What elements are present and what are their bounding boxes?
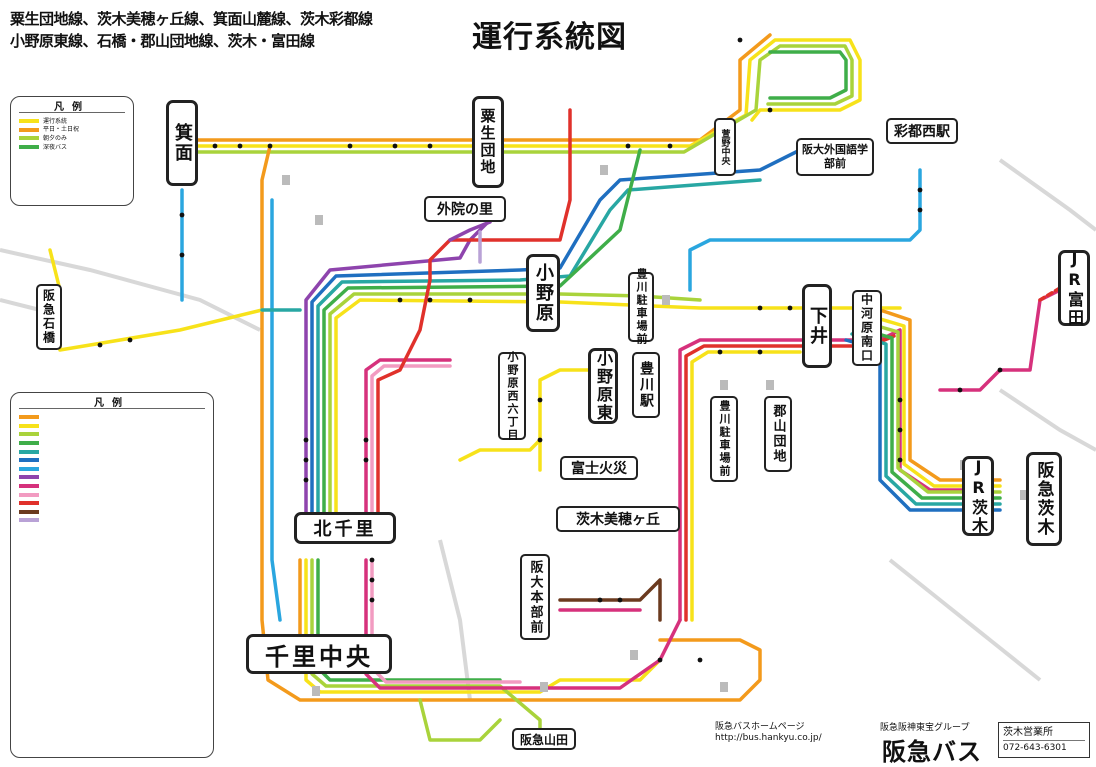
route-line-brown xyxy=(560,580,660,620)
station-senri-chuo[interactable]: 千里中央 xyxy=(246,634,392,674)
page-title: 運行系統図 xyxy=(472,12,627,56)
station-kita-senri[interactable]: 北千里 xyxy=(294,512,396,544)
legend-small-title: 凡例 xyxy=(19,103,125,113)
legend-small: 凡例 運行系統 平日・土日祝 朝夕のみ 深夜バス xyxy=(10,96,134,206)
station-nakagawara[interactable]: 中河原南口 xyxy=(852,290,882,366)
route-line-yellow xyxy=(692,352,800,620)
route-line-yellow xyxy=(50,250,262,350)
station-shimo[interactable]: 下井 xyxy=(802,284,832,368)
legend-row: 朝夕のみ xyxy=(19,134,125,143)
station-ibaraki-mihogaoka[interactable]: 茨木美穂ヶ丘 xyxy=(556,506,680,532)
station-jr-ibaraki[interactable]: JR茨木 xyxy=(962,456,994,536)
station-handai-honbu[interactable]: 阪大本部前 xyxy=(520,554,550,640)
route-line-yellow xyxy=(460,440,540,460)
station-saito-nishi[interactable]: 彩都西駅 xyxy=(886,118,958,144)
bus-stop-poles xyxy=(282,165,1028,696)
legend-large-title: 凡例 xyxy=(19,399,205,409)
station-gein-no-sato[interactable]: 外院の里 xyxy=(424,196,506,222)
legend-row xyxy=(19,447,205,456)
station-koriyama-danchi[interactable]: 郡山団地 xyxy=(764,396,792,472)
station-toyokawa[interactable]: 豊川駅 xyxy=(632,352,660,418)
station-hankyu-ishibashi[interactable]: 阪急石橋 xyxy=(36,284,62,350)
station-kayano-chuo[interactable]: 萱野中央 xyxy=(714,118,736,176)
station-onohara-tomaru[interactable]: 小野原東 xyxy=(588,348,618,424)
homepage-link[interactable]: http://bus.hankyu.co.jp/ xyxy=(715,733,822,744)
station-fuji-kasai[interactable]: 富士火災 xyxy=(560,456,638,480)
legend-row: 平日・土日祝 xyxy=(19,126,125,135)
route-line-pink xyxy=(372,560,520,682)
route-line-lime xyxy=(420,700,500,740)
legend-row xyxy=(19,499,205,508)
station-hankyu-ibaraki[interactable]: 阪急茨木 xyxy=(1026,452,1062,546)
legend-row xyxy=(19,516,205,525)
route-line-pink xyxy=(372,366,450,520)
route-line-lightblue xyxy=(272,200,280,620)
homepage-info: 阪急バスホームページ http://bus.hankyu.co.jp/ xyxy=(715,722,822,744)
legend-row xyxy=(19,430,205,439)
legend-row xyxy=(19,456,205,465)
legend-row xyxy=(19,473,205,482)
legend-row: 深夜バス xyxy=(19,143,125,152)
route-list-title: 粟生団地線、茨木美穂ヶ丘線、箕面山麓線、茨木彩都線 小野原東線、石橋・郡山団地線… xyxy=(10,8,373,52)
legend-large: 凡例 xyxy=(10,392,214,758)
station-toyokawa-parking[interactable]: 豊川駐車場前 xyxy=(628,272,654,342)
station-onohara[interactable]: 小野原 xyxy=(526,254,560,332)
station-toyokawa-ryokuchi[interactable]: 豊川駐車場前 xyxy=(710,396,738,482)
route-list-line1: 粟生団地線、茨木美穂ヶ丘線、箕面山麓線、茨木彩都線 xyxy=(10,8,373,30)
route-line-lightblue xyxy=(690,170,920,290)
legend-row xyxy=(19,508,205,517)
route-line-green xyxy=(770,52,846,98)
route-line-magenta xyxy=(940,290,1060,390)
station-minoh[interactable]: 箕面 xyxy=(166,100,198,186)
legend-row: 運行系統 xyxy=(19,117,125,126)
legend-row xyxy=(19,482,205,491)
legend-row xyxy=(19,465,205,474)
legend-row xyxy=(19,422,205,431)
legend-row xyxy=(19,439,205,448)
route-line-purple xyxy=(450,222,490,240)
homepage-label: 阪急バスホームページ xyxy=(715,722,822,733)
office-name: 茨木営業所 xyxy=(1003,725,1085,740)
office-tel: 072-643-6301 xyxy=(1003,740,1085,756)
office-box: 茨木営業所 072-643-6301 xyxy=(998,722,1090,758)
station-handai-gaikokugo[interactable]: 阪大外国語学部前 xyxy=(796,138,874,176)
station-hankyu-yamada[interactable]: 阪急山田 xyxy=(512,728,576,750)
station-onohara-nishi[interactable]: 小野原西六丁目 xyxy=(498,352,526,440)
station-ao-danchi[interactable]: 粟生団地 xyxy=(472,96,504,188)
station-jr-tomita[interactable]: JR富田 xyxy=(1058,250,1090,326)
legend-row xyxy=(19,413,205,422)
route-line-lime xyxy=(195,46,852,152)
route-list-line2: 小野原東線、石橋・郡山団地線、茨木・富田線 xyxy=(10,30,373,52)
legend-row xyxy=(19,490,205,499)
route-line-red xyxy=(1040,288,1060,300)
